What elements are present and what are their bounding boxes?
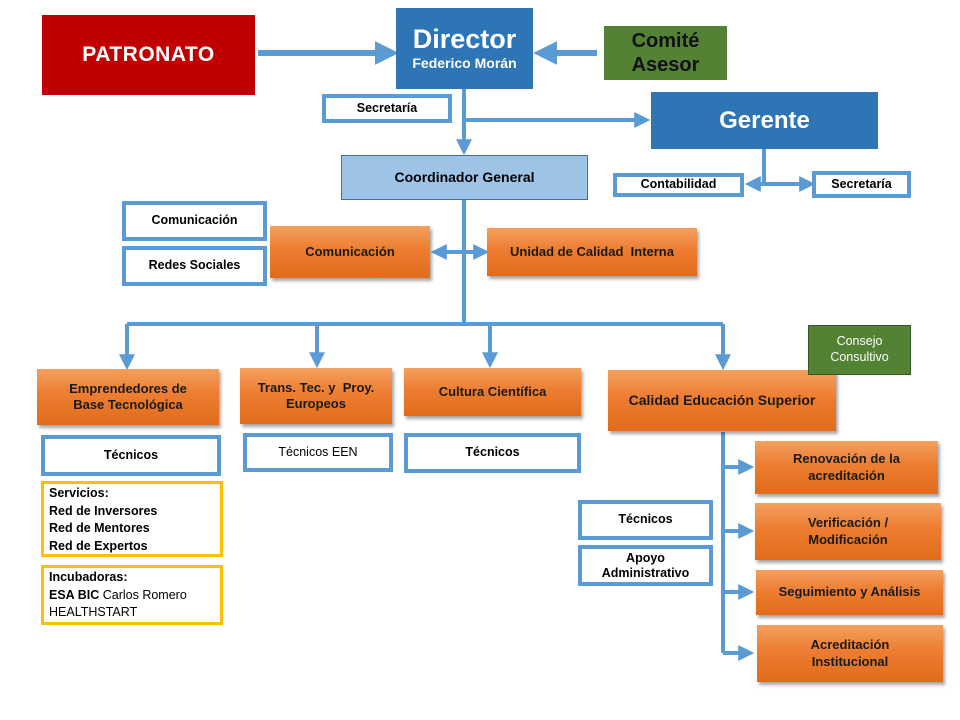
- gerente-label: Gerente: [719, 106, 810, 134]
- emprendedores-tecnicos-box[interactable]: Técnicos: [41, 435, 221, 476]
- comite-line1: Comité: [631, 30, 700, 52]
- incubadoras-list: Incubadoras: ESA BIC Carlos Romero HEALT…: [41, 565, 223, 625]
- consejo-line1: Consejo: [836, 334, 883, 349]
- department-cultura-box[interactable]: Cultura Científica: [404, 368, 581, 416]
- department-calidad-superior-label: Calidad Educación Superior: [628, 391, 816, 408]
- calidad-tecnicos-box[interactable]: Técnicos: [578, 500, 713, 540]
- consejo-consultivo-box[interactable]: Consejo Consultivo: [808, 325, 911, 375]
- gerente-box[interactable]: Gerente: [651, 92, 878, 149]
- department-emprendedores-line2: Base Tecnológica: [73, 397, 183, 412]
- secretaria-gerente-label: Secretaría: [831, 176, 892, 191]
- secretaria-director-label: Secretaría: [356, 100, 418, 115]
- patronato-label: PATRONATO: [82, 42, 215, 66]
- comunicacion-staff-label: Comunicación: [151, 213, 238, 228]
- apoyo-line2: Administrativo: [601, 565, 690, 580]
- department-transtec-box[interactable]: Trans. Tec. y Proy. Europeos: [240, 368, 392, 424]
- secretaria-director-box[interactable]: Secretaría: [322, 94, 452, 123]
- acreditacion-institucional-box[interactable]: Acreditación Institucional: [757, 625, 943, 682]
- cultura-tecnicos-box[interactable]: Técnicos: [404, 433, 581, 473]
- calidad-interna-box[interactable]: Unidad de Calidad Interna: [487, 228, 697, 276]
- director-title: Director: [412, 23, 517, 54]
- comunicacion-staff-box[interactable]: Comunicación: [122, 201, 267, 241]
- incubadoras-item-1: ESA BIC Carlos Romero: [49, 587, 215, 605]
- department-calidad-superior-box[interactable]: Calidad Educación Superior: [608, 370, 836, 431]
- comunicacion-unit-box[interactable]: Comunicación: [270, 226, 430, 278]
- verificacion-modificacion-box[interactable]: Verificación / Modificación: [755, 503, 941, 560]
- emprendedores-tecnicos-label: Técnicos: [103, 447, 159, 462]
- transtec-tecnicos-een-label: Técnicos EEN: [278, 444, 358, 459]
- seguimiento-label: Seguimiento y Análisis: [778, 584, 921, 600]
- department-emprendedores-line1: Emprendedores de: [69, 380, 187, 396]
- incubadoras-heading: Incubadoras:: [49, 570, 128, 584]
- transtec-tecnicos-een-box[interactable]: Técnicos EEN: [243, 433, 393, 472]
- patronato-box[interactable]: PATRONATO: [42, 15, 255, 95]
- contabilidad-box[interactable]: Contabilidad: [613, 173, 744, 197]
- comite-asesor-box[interactable]: Comité Asesor: [604, 26, 727, 80]
- incubadoras-item-1-rest: Carlos Romero: [99, 587, 187, 602]
- incubadoras-item-2: HEALTHSTART: [49, 605, 138, 619]
- servicios-list: Servicios: Red de Inversores Red de Ment…: [41, 481, 223, 557]
- renovacion-line2: acreditación: [808, 467, 885, 483]
- verificacion-line2: Modificación: [808, 531, 888, 547]
- department-transtec-line2: Europeos: [286, 396, 346, 411]
- department-emprendedores-box[interactable]: Emprendedores de Base Tecnológica: [37, 369, 219, 425]
- servicios-item: Red de Expertos: [49, 538, 148, 553]
- verificacion-line1: Verificación /: [807, 515, 889, 531]
- renovacion-line1: Renovación de la: [793, 451, 900, 467]
- seguimiento-analisis-box[interactable]: Seguimiento y Análisis: [756, 570, 943, 615]
- calidad-tecnicos-label: Técnicos: [618, 512, 673, 527]
- calidad-interna-label: Unidad de Calidad Interna: [510, 243, 674, 259]
- redes-sociales-box[interactable]: Redes Sociales: [122, 246, 267, 286]
- apoyo-administrativo-box[interactable]: Apoyo Administrativo: [578, 545, 713, 586]
- incubadoras-item-1-bold: ESA BIC: [49, 587, 100, 602]
- acreditacion-line1: Acreditación: [810, 637, 890, 653]
- director-name: Federico Morán: [412, 54, 517, 71]
- department-cultura-label: Cultura Científica: [438, 383, 547, 399]
- redes-sociales-label: Redes Sociales: [148, 258, 241, 273]
- coordinador-general-box[interactable]: Coordinador General: [341, 155, 588, 200]
- consejo-line2: Consultivo: [830, 350, 889, 364]
- director-box[interactable]: Director Federico Morán: [396, 8, 533, 89]
- comunicacion-unit-label: Comunicación: [305, 243, 395, 259]
- renovacion-acreditacion-box[interactable]: Renovación de la acreditación: [755, 441, 938, 494]
- secretaria-gerente-box[interactable]: Secretaría: [812, 171, 911, 198]
- coordinador-general-label: Coordinador General: [394, 168, 535, 185]
- acreditacion-line2: Institucional: [811, 653, 889, 669]
- cultura-tecnicos-label: Técnicos: [465, 445, 520, 460]
- comite-line2: Asesor: [631, 54, 700, 76]
- servicios-item: Red de Mentores: [49, 521, 150, 535]
- servicios-heading: Servicios:: [49, 486, 109, 500]
- department-transtec-line1: Trans. Tec. y Proy.: [257, 379, 375, 395]
- contabilidad-label: Contabilidad: [640, 177, 717, 192]
- apoyo-line1: Apoyo: [626, 551, 665, 566]
- servicios-item: Red de Inversores: [49, 503, 158, 518]
